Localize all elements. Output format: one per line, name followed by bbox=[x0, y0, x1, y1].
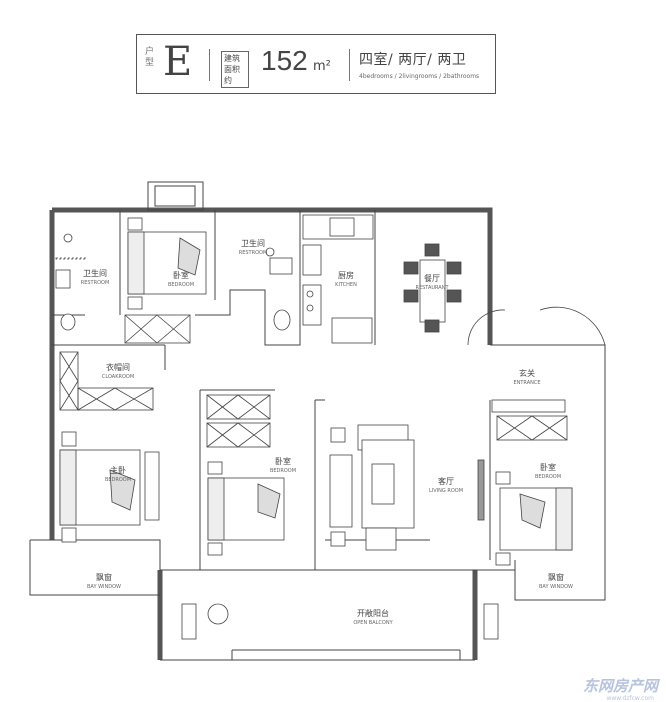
bed-bedroom1 bbox=[127, 217, 207, 310]
bed-bedroom2 bbox=[207, 461, 285, 556]
kitchen-fixtures bbox=[302, 214, 374, 344]
area-value: 152 bbox=[261, 45, 308, 76]
wardrobe-bedroom2 bbox=[206, 394, 271, 448]
wardrobe-cloakroom bbox=[59, 351, 154, 411]
bed-master bbox=[59, 431, 160, 543]
watermark-url: www.dzfcw.com bbox=[606, 695, 654, 702]
divider bbox=[349, 49, 350, 81]
room-count-en: 4bedrooms / 2livingrooms / 2bathrooms bbox=[359, 73, 480, 80]
wardrobe-bedroom1 bbox=[124, 314, 191, 344]
bed-bedroom3 bbox=[495, 471, 573, 566]
plan-header: 户型 E 建筑面积约 152 m² 四室/ 两厅/ 两卫 4bedrooms /… bbox=[136, 34, 496, 94]
dining-table bbox=[403, 243, 462, 333]
area-unit: m² bbox=[313, 59, 331, 74]
north-wall-right bbox=[300, 207, 493, 345]
balcony-features bbox=[181, 306, 606, 640]
living-room-furniture bbox=[329, 424, 485, 551]
area-label: 建筑面积约 bbox=[221, 51, 249, 88]
watermark-name: 东网房产网 bbox=[582, 677, 658, 695]
bathroom-fixtures bbox=[55, 233, 293, 331]
wardrobe-bedroom3 bbox=[491, 399, 568, 441]
unit-type-letter: E bbox=[163, 39, 193, 85]
divider bbox=[209, 49, 210, 81]
room-count-zh: 四室/ 两厅/ 两卫 bbox=[359, 52, 467, 68]
type-label: 户型 bbox=[145, 47, 155, 68]
